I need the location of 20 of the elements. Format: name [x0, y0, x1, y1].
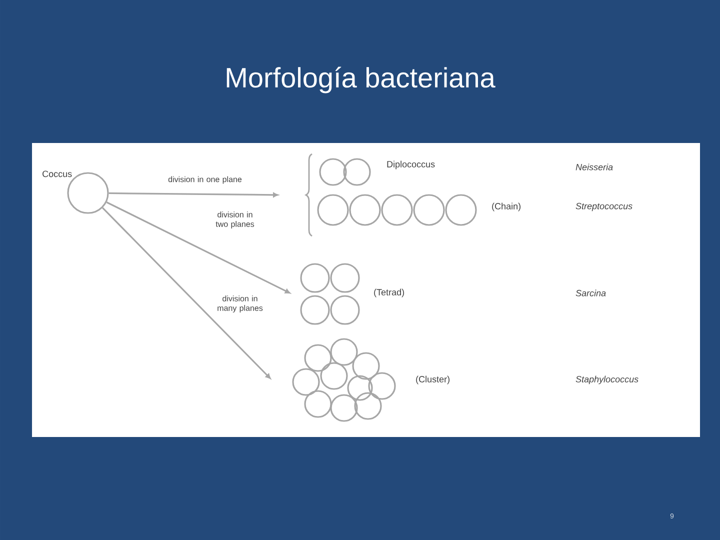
- arrangement-label: (Chain): [492, 202, 520, 212]
- arrow: [102, 207, 271, 379]
- edge-label: division in two planes: [216, 212, 254, 228]
- arrangement-label: (Cluster): [416, 376, 450, 384]
- cell-group-drawing: [317, 194, 477, 226]
- arrow: [108, 192, 278, 198]
- cell-group-drawing: [319, 158, 371, 186]
- arrangement-label: Diplococcus: [387, 160, 435, 170]
- cell-group-drawing: [300, 263, 360, 325]
- node-label: Coccus: [42, 170, 72, 178]
- genus-label: Neisseria: [576, 164, 613, 170]
- slide-title: Morfología bacteriana: [226, 66, 496, 94]
- arrow: [106, 202, 290, 294]
- arrangement-label: (Tetrad): [374, 288, 404, 298]
- genus-label: Staphylococcus: [576, 376, 638, 384]
- cell-group-drawing: [292, 338, 396, 422]
- genus-label: Sarcina: [576, 290, 606, 296]
- edge-label: division in one plane: [168, 176, 242, 184]
- genus-label: Streptococcus: [576, 202, 632, 212]
- edge-label: division in many planes: [218, 296, 263, 312]
